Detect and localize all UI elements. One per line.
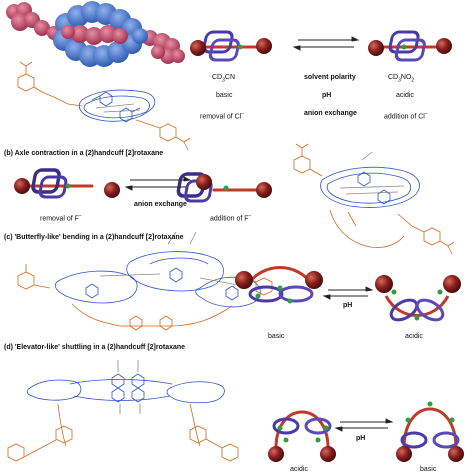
stopper-left [396,446,412,462]
stopper-right [320,446,336,462]
structure-d [7,360,239,462]
cartoon-c-left [235,266,323,304]
structure-a [17,61,191,151]
condition-basic-d: basic [420,466,437,473]
equilibrium-arrow-a [292,36,360,51]
cartoon-a-right [368,30,452,62]
stimulus-anion-exchange-a: anion exchange [304,110,357,117]
panel-d-header: (d) 'Elevator-like' shuttling in a (2)ha… [4,344,186,351]
stopper-right [436,38,452,54]
structure-c [17,231,273,331]
stimulus-ph-c: pH [343,302,353,309]
cartoon-d-right [396,401,464,462]
stopper-right [256,182,272,198]
condition-removal-f: removal of F− [40,213,82,223]
panel-c-header: (c) 'Butterfly-like' bending in a (2)han… [4,234,184,241]
panel-b-header: (b) Axle contraction in a (2)handcuff [2… [4,150,164,157]
cartoon-a-left [190,30,272,62]
condition-basic-c: basic [268,333,285,340]
axle-space-filling [6,2,185,64]
stopper-right [104,182,120,198]
axle-core-space-filling [61,25,128,45]
cartoon-b-left [14,168,120,199]
stopper-left [14,178,30,194]
space-filling-model [6,1,185,67]
stimulus-ph-d: pH [356,435,366,442]
condition-basic-a: basic [216,92,233,99]
cartoon-b-right [176,172,272,203]
stopper-left [196,174,212,190]
structure-b [293,143,455,255]
condition-addition-f: addition of F− [210,213,252,223]
stopper-left [368,40,384,56]
stimulus-ph-a: pH [322,92,332,99]
stopper-left [235,271,253,289]
state-label-cd3cn: CD3CN [212,74,236,84]
equilibrium-arrow-c [322,286,374,300]
condition-acidic-c: acidic [405,333,423,340]
equilibrium-arrow-b [124,176,192,191]
stopper-left [268,446,284,462]
stopper-right [305,271,323,289]
condition-acidic-d: acidic [290,466,308,473]
cartoon-d-left [268,410,336,462]
condition-acidic-a: acidic [396,92,414,99]
stopper-right [443,275,461,293]
condition-addition-cl: addition of Cl− [384,111,428,121]
equilibrium-arrow-d [334,418,394,432]
state-label-cd3no2: CD3NO2 [388,74,415,84]
stimulus-solvent-polarity: solvent polarity [304,74,356,81]
stopper-left [375,275,393,293]
stopper-left [190,40,206,56]
cartoon-c-right [375,275,461,322]
stopper-right [256,38,272,54]
stimulus-anion-exchange-b: anion exchange [134,201,187,208]
condition-removal-cl: removal of Cl− [200,111,245,121]
stopper-right [448,446,464,462]
